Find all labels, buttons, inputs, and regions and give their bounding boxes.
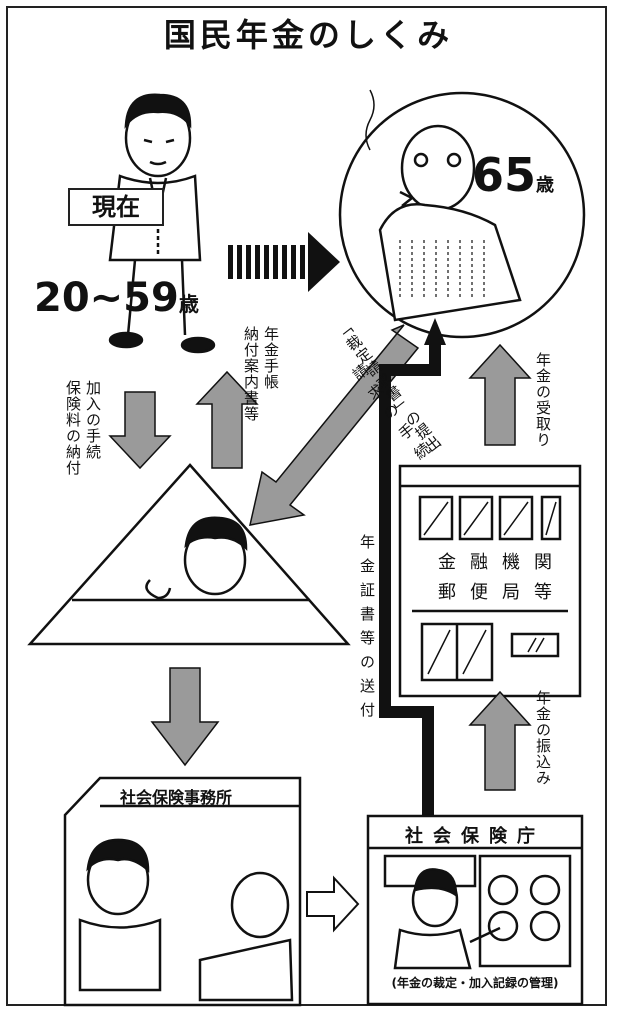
bank-char-4: 関 [534, 552, 552, 573]
arrow-down-left [108, 391, 172, 470]
bank-char-1: 金 [438, 552, 456, 573]
arrow-up-receive [468, 343, 532, 446]
bank-char-7: 局 [502, 582, 520, 603]
age65-label: 65歳 [472, 150, 554, 211]
agency-label: 社会保険庁 [405, 826, 545, 847]
age65-suffix: 歳 [536, 175, 555, 196]
age65-value: 65 [472, 148, 537, 202]
arrow-down-office [150, 667, 220, 767]
diagram-title: 国民年金のしくみ [163, 16, 454, 54]
age-range-value: 20~59 [34, 275, 179, 321]
bank-char-3: 機 [502, 552, 520, 573]
bank-char-5: 郵 [438, 582, 456, 603]
bank-char-8: 等 [534, 582, 552, 603]
elderly-man-circle [338, 89, 586, 339]
age-range-suffix: 歳 [178, 292, 199, 316]
diagram-frame [6, 6, 607, 1006]
arrow-up-right [195, 370, 259, 469]
bank-char-2: 融 [470, 552, 488, 573]
left-flow-text-1: 加入の手続 [84, 380, 102, 460]
office-label: 社会保険事務所 [120, 788, 233, 807]
certificate-send-text: 年金証書等の送付 [358, 534, 376, 726]
striped-arrow [228, 232, 340, 292]
age-range-label: 20~59歳 [34, 276, 199, 326]
pension-receive-text: 年金の受取り [534, 352, 552, 448]
bank-char-6: 便 [470, 582, 488, 603]
agency-note: (年金の裁定・加入記録の管理) [391, 976, 559, 990]
hollow-arrow [306, 875, 360, 933]
right-flow-text-2: 納付案内書等 [242, 326, 260, 422]
bank-building [398, 464, 582, 698]
transfer-text: 年金の振込み [534, 690, 552, 786]
claim-arrow [249, 324, 420, 526]
office-box [63, 776, 302, 1007]
agency-box [366, 814, 584, 1006]
certificate-line [379, 318, 446, 816]
current-label: 現在 [68, 188, 164, 226]
left-flow-text-2: 保険料の納付 [64, 380, 82, 476]
arrow-up-transfer [468, 690, 532, 791]
triangle-office [27, 463, 351, 646]
right-flow-text-1: 年金手帳 [262, 326, 280, 390]
